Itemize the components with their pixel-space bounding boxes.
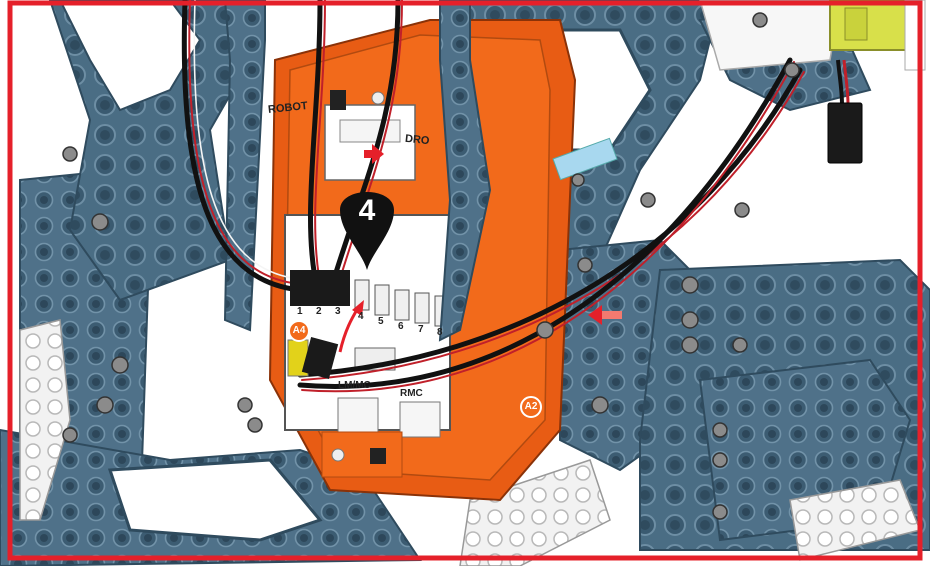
callout-a2: A2 <box>520 396 542 418</box>
step-number: 4 <box>354 196 380 226</box>
callout-a2-text: A2 <box>522 398 540 416</box>
port-label-1: 1 <box>297 306 303 317</box>
port-label-3: 3 <box>335 306 341 317</box>
label-rmc: RMC <box>400 388 423 399</box>
port-label-8: 8 <box>437 327 443 338</box>
port-label-4: 4 <box>358 311 364 322</box>
port-label-5: 5 <box>378 316 384 327</box>
label-lm-mc: LM/MC <box>338 380 371 391</box>
port-label-2: 2 <box>316 306 322 317</box>
port-label-7: 7 <box>418 324 424 335</box>
port-label-6: 6 <box>398 321 404 332</box>
switch-label-dro: DRO <box>404 133 430 147</box>
callout-a4-text: A4 <box>290 322 308 340</box>
callout-a4: A4 <box>288 320 310 342</box>
